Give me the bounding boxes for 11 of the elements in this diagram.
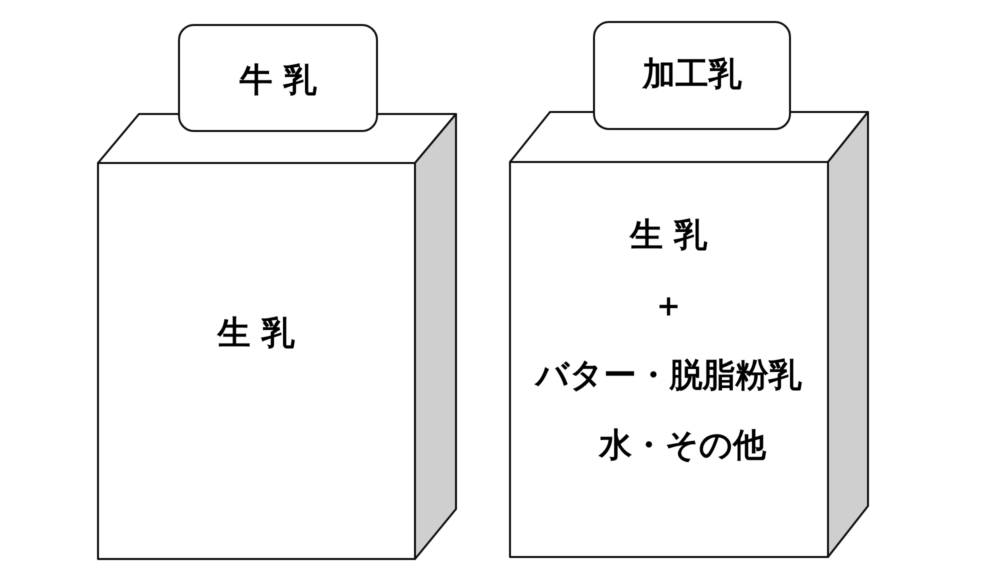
product-name: 加工乳 [642,55,742,93]
ingredient-text: ＋ [652,286,685,324]
ingredient-text: 水・その他 [599,426,766,464]
label-tab [178,24,378,132]
label-tab [593,21,791,130]
milk-carton [97,113,457,560]
ingredient-text: 生 乳 [630,216,708,254]
ingredient-text: バター・脱脂粉乳 [536,356,802,394]
milk-carton [509,111,869,558]
product-name: 牛 乳 [239,61,317,99]
ingredient-text: 生 乳 [217,314,295,352]
